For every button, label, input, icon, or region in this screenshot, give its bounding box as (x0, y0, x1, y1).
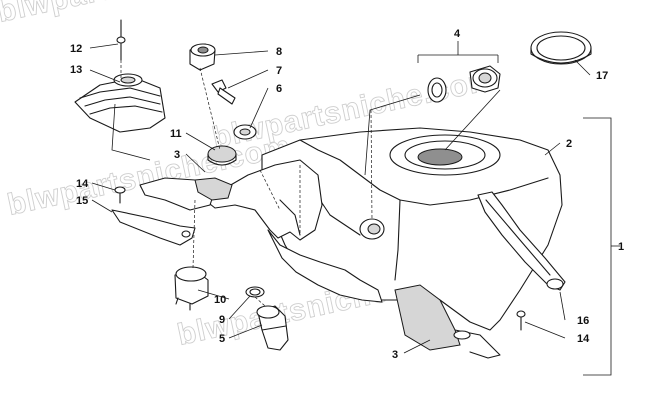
filler-cap-assembly (427, 65, 501, 103)
o-ring (245, 286, 265, 298)
grommet (233, 124, 257, 140)
callout-12: 12 (70, 43, 82, 55)
callout-3-upper: 3 (174, 149, 180, 161)
callout-2: 2 (566, 138, 572, 150)
callout-7: 7 (276, 65, 282, 77)
callout-14-right: 14 (577, 333, 590, 345)
callout-6: 6 (276, 83, 282, 95)
callout-14-left: 14 (76, 178, 89, 190)
tank-cover (204, 159, 383, 303)
callout-4: 4 (454, 28, 461, 40)
callout-17: 17 (596, 70, 608, 82)
callout-16: 16 (577, 315, 589, 327)
fuel-sender (174, 266, 209, 311)
callout-5: 5 (219, 333, 225, 345)
retaining-pin (116, 19, 126, 61)
filler-ring (530, 31, 592, 65)
bracket (111, 209, 196, 246)
key (211, 79, 236, 105)
filter (207, 145, 237, 166)
callout-15: 15 (76, 195, 88, 207)
tank-strap (477, 191, 566, 291)
callout-1: 1 (618, 241, 624, 253)
callout-3-lower: 3 (392, 349, 398, 361)
screw-right (516, 310, 526, 331)
callout-8: 8 (276, 46, 282, 58)
callout-9: 9 (219, 314, 225, 326)
callout-11: 11 (170, 128, 182, 140)
callout-13: 13 (70, 64, 82, 76)
rubber-boot (74, 73, 166, 133)
leader-lines (89, 41, 620, 376)
callout-labels: 1 2 3 3 4 5 6 7 8 9 10 11 12 13 14 14 15… (70, 28, 624, 361)
fitting (256, 305, 289, 351)
callout-10: 10 (214, 294, 226, 306)
watermark-text-top: blwpartsniche.com (0, 0, 284, 29)
cap (189, 43, 216, 71)
mount-plate (139, 177, 233, 211)
